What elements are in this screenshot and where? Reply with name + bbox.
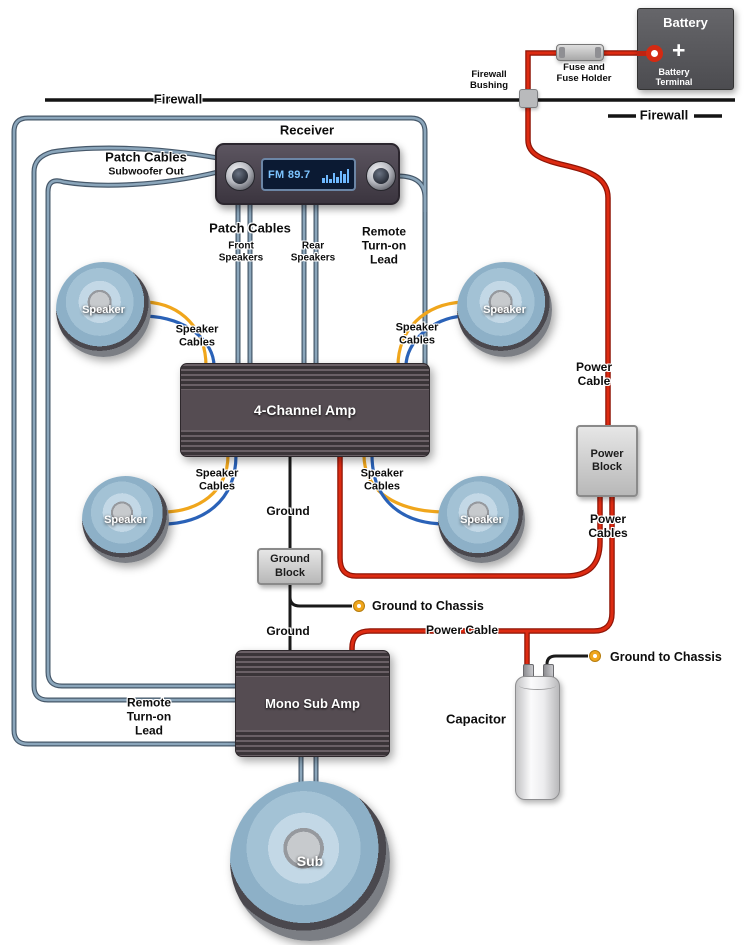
speaker-cables-label-rear-left: Speaker Cables: [196, 467, 239, 492]
power-cable-label-mid: Power Cable: [425, 623, 499, 638]
rear-speakers-label: Rear Speakers: [291, 241, 335, 264]
frequency-readout: FM 89.7: [268, 168, 311, 181]
label-line: Cable: [577, 374, 611, 388]
capacitor-body: [515, 676, 560, 800]
speaker-label: Speaker: [460, 513, 503, 526]
label-line: Power: [590, 447, 624, 460]
ground-label-top: Ground: [266, 504, 310, 519]
label-line: Remote: [361, 224, 406, 239]
label-line: Fuse and: [563, 62, 605, 74]
battery: Battery + Battery Terminal: [637, 8, 734, 90]
bushing-label: Firewall Bushing: [470, 69, 508, 92]
speaker-rear-right: Speaker: [438, 476, 525, 563]
speaker-wire-negative: [144, 314, 465, 526]
power-cable: [338, 51, 654, 678]
ground-wire: [288, 455, 588, 678]
label-line: Speaker: [395, 321, 439, 334]
mono-sub-amp: Mono Sub Amp: [235, 650, 390, 757]
firewall-label-left: Firewall: [153, 91, 203, 107]
tuner-knob: [366, 161, 396, 191]
battery-title: Battery: [663, 15, 708, 30]
signal-bars-icon: [322, 166, 349, 183]
amp-label: Mono Sub Amp: [265, 696, 360, 711]
speaker-cables-label-front-right: Speaker Cables: [396, 321, 439, 346]
label-line: Turn-on: [361, 238, 407, 253]
label-line: Battery: [658, 67, 690, 77]
speaker-label: Speaker: [483, 303, 526, 316]
label-line: Speaker: [360, 467, 404, 480]
ground-label-bottom: Ground: [266, 624, 310, 639]
label-line: Power: [575, 360, 613, 375]
label-line: Speakers: [290, 252, 336, 263]
label-line: Front: [228, 240, 254, 252]
power-block: Power Block: [576, 425, 638, 497]
label-line: Cables: [588, 526, 628, 540]
label-line: Speaker: [175, 323, 219, 336]
label-line: Subwoofer Out: [108, 165, 184, 178]
speaker-label: Sub: [296, 853, 324, 869]
remote-turn-on-label-bottom: Remote Turn-on Lead: [127, 696, 171, 737]
speaker-front-left: Speaker: [56, 262, 151, 357]
label-line: Cables: [198, 480, 236, 492]
label-line: Bushing: [470, 80, 508, 91]
speaker-front-right: Speaker: [457, 262, 552, 357]
ground-to-chassis-label-2: Ground to Chassis: [610, 649, 722, 664]
amp-label: 4-Channel Amp: [253, 402, 357, 418]
label-line: Rear: [301, 240, 325, 252]
battery-ring-terminal-icon: [646, 45, 663, 62]
speaker-cables-label-front-left: Speaker Cables: [176, 323, 219, 348]
patch-cable: [12, 116, 427, 792]
label-line: Lead: [369, 251, 398, 266]
label-line: Firewall: [471, 69, 507, 81]
power-cables-label: Power Cables: [588, 512, 628, 541]
label-line: Fuse Holder: [556, 73, 612, 84]
volume-knob: [225, 161, 255, 191]
firewall-line: [45, 98, 735, 118]
label-line: Speakers: [218, 252, 264, 263]
label-line: Cables: [398, 334, 436, 346]
receiver: FM 89.7: [215, 143, 400, 205]
remote-turn-on-label-top: Remote Turn-on Lead: [362, 225, 406, 266]
four-channel-amp: 4-Channel Amp: [180, 363, 430, 457]
front-speakers-label: Front Speakers: [219, 241, 263, 264]
label-line: Cables: [178, 336, 216, 348]
label-line: Terminal: [655, 77, 693, 88]
battery-plus: +: [672, 37, 686, 63]
speaker-label: Speaker: [104, 513, 147, 526]
label-line: Cables: [363, 480, 401, 492]
speaker-cables-label-rear-right: Speaker Cables: [361, 467, 404, 492]
speaker-rear-left: Speaker: [82, 476, 169, 563]
capacitor-label: Capacitor: [446, 711, 506, 727]
ground-block: Ground Block: [257, 548, 323, 585]
speaker-wire-positive: [144, 300, 465, 514]
label-line: Block: [275, 566, 305, 579]
capacitor: [515, 664, 560, 802]
fuse-holder: [556, 44, 604, 61]
label-line: Power: [589, 512, 627, 527]
firewall-label-right: Firewall: [639, 107, 689, 123]
label-line: Turn-on: [126, 709, 172, 724]
battery-cable-stub: [637, 51, 648, 56]
label-line: Lead: [134, 722, 163, 737]
power-cable-label-right: Power Cable: [575, 360, 613, 389]
ground-to-chassis-label-1: Ground to Chassis: [372, 598, 484, 613]
battery-terminal-label: Battery Terminal: [638, 67, 710, 88]
label-line: Block: [592, 461, 622, 473]
label-line: Speaker: [195, 467, 239, 480]
patch-cables-subwoofer-label: Patch Cables Subwoofer Out: [105, 149, 187, 178]
patch-cables-label: Patch Cables: [209, 220, 291, 236]
ring-terminal-icon: [353, 600, 601, 662]
label-line: Ground: [270, 553, 310, 566]
label-line: Remote: [126, 695, 171, 710]
label-line: Patch Cables: [105, 149, 187, 165]
fuse-label: Fuse and Fuse Holder: [556, 62, 612, 85]
subwoofer: Sub: [230, 781, 390, 941]
receiver-title: Receiver: [279, 122, 335, 138]
speaker-label: Speaker: [82, 303, 125, 316]
receiver-display: FM 89.7: [261, 158, 356, 191]
firewall-bushing: [519, 89, 538, 108]
